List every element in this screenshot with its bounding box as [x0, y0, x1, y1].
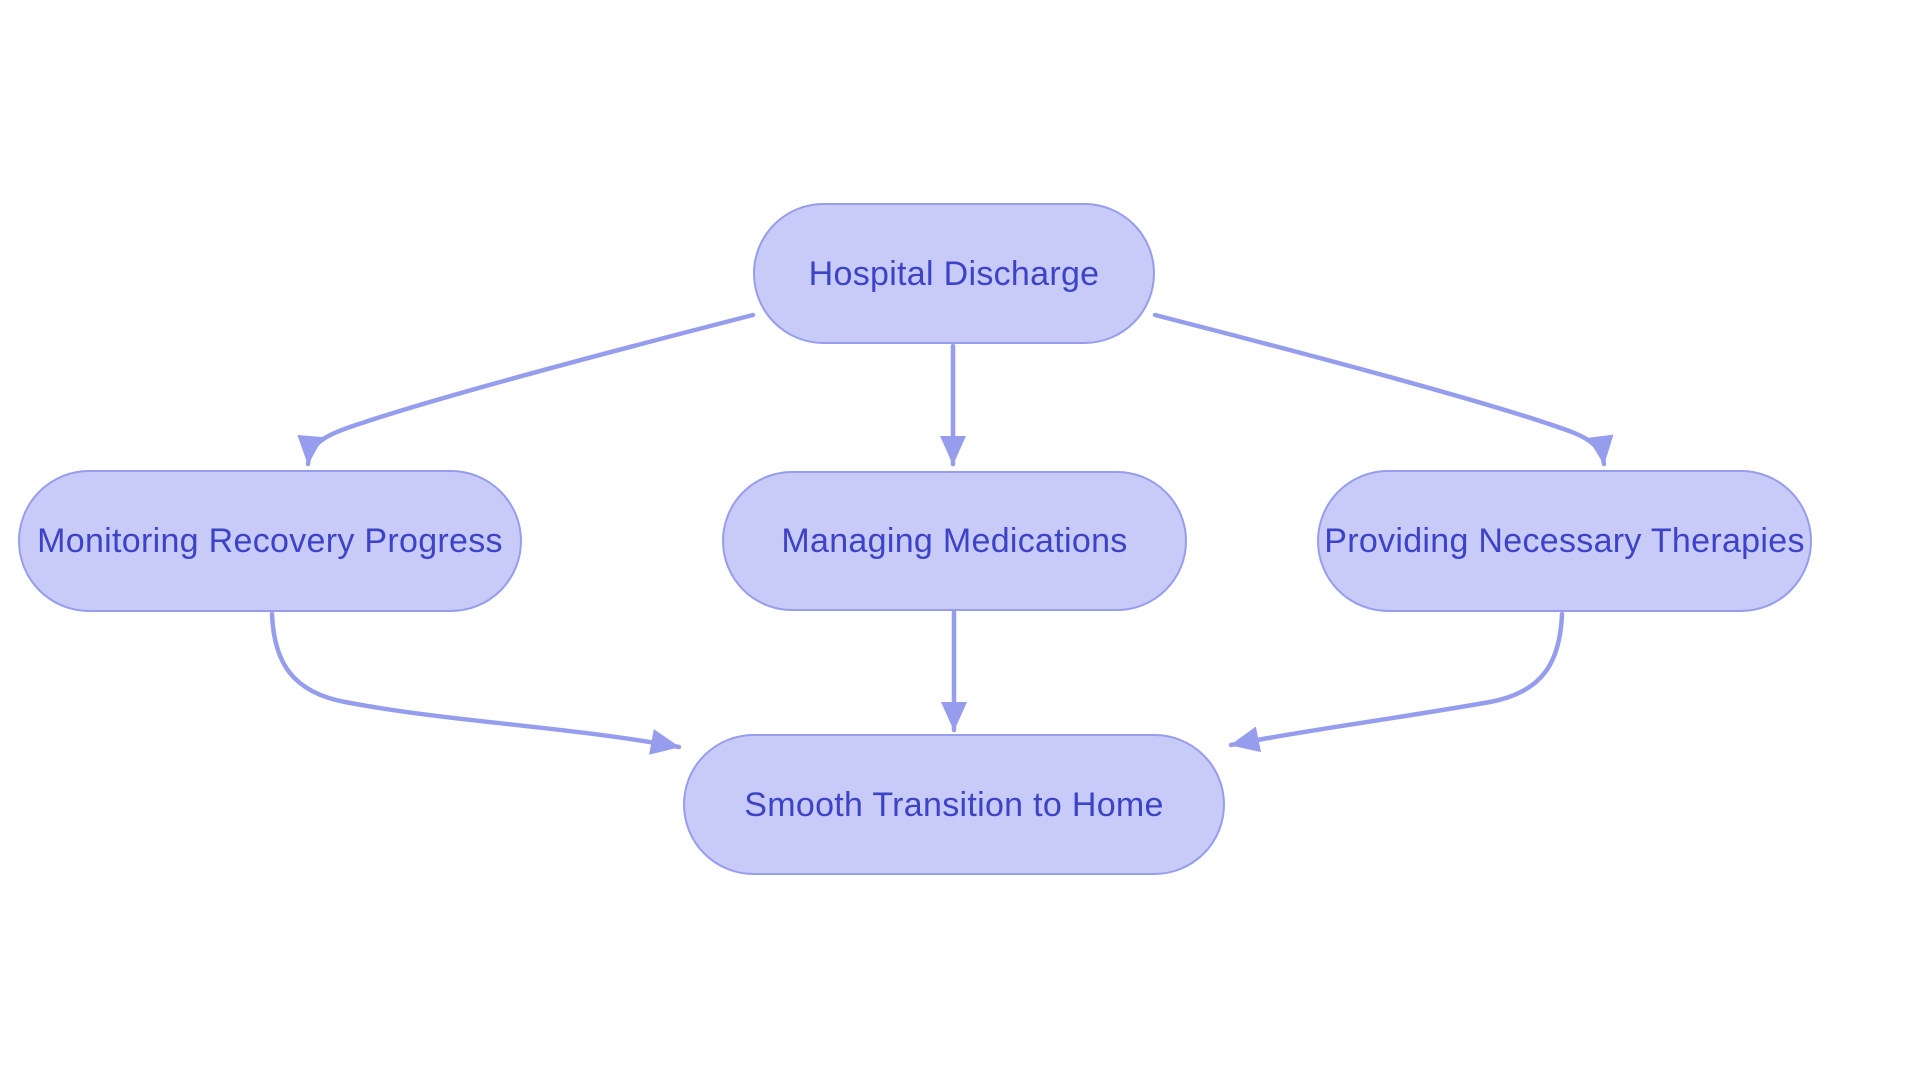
node-monitoring-recovery-progress[interactable]: Monitoring Recovery Progress [18, 470, 522, 612]
edge-monitoring-to-transition [269, 611, 682, 755]
node-managing-medications[interactable]: Managing Medications [722, 471, 1187, 611]
node-providing-necessary-therapies-label: Providing Necessary Therapies [1324, 522, 1805, 560]
node-hospital-discharge[interactable]: Hospital Discharge [753, 203, 1155, 344]
node-smooth-transition-to-home[interactable]: Smooth Transition to Home [683, 734, 1225, 875]
node-providing-necessary-therapies[interactable]: Providing Necessary Therapies [1317, 470, 1812, 612]
node-hospital-discharge-label: Hospital Discharge [808, 254, 1100, 293]
node-smooth-transition-to-home-label: Smooth Transition to Home [744, 785, 1164, 824]
edge-therapies-to-transition [1228, 611, 1565, 753]
node-monitoring-recovery-progress-label: Monitoring Recovery Progress [37, 522, 503, 560]
node-managing-medications-label: Managing Medications [781, 522, 1128, 560]
edge-discharge-to-therapies [1152, 312, 1614, 467]
edge-discharge-to-monitoring [297, 312, 756, 467]
